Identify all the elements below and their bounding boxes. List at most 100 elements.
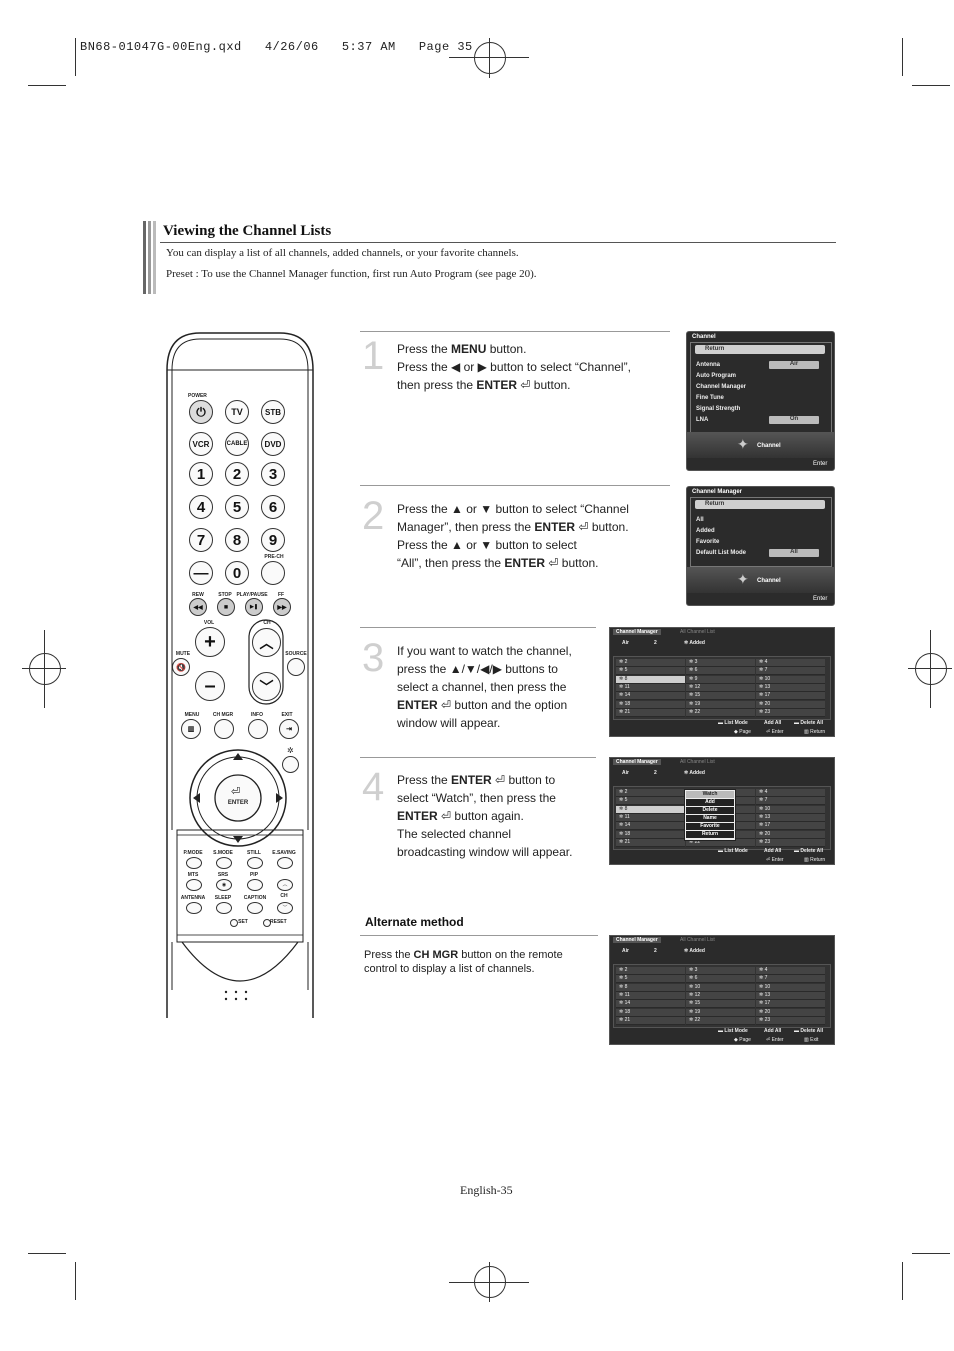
channel-cell[interactable]: ✲ 14 xyxy=(616,1000,685,1009)
digit-7-button[interactable]: 7 xyxy=(189,528,213,552)
digit-1-button[interactable]: 1 xyxy=(189,462,213,486)
channel-cell[interactable]: ✲ 11 xyxy=(616,813,685,822)
vol-down-button[interactable]: – xyxy=(195,671,225,701)
channel-cell[interactable]: ✲ 10 xyxy=(756,983,825,992)
channel-cell[interactable]: ✲ 13 xyxy=(756,683,825,692)
channel-cell[interactable]: ✲ 17 xyxy=(756,822,825,831)
osd-item-signal-strength[interactable]: Signal Strength xyxy=(696,406,741,412)
ff-button[interactable]: ▶▶ xyxy=(273,598,291,616)
channel-cell[interactable]: ✲ 7 xyxy=(756,667,825,676)
tv-button[interactable]: TV xyxy=(225,400,249,424)
reset-button[interactable] xyxy=(263,919,271,927)
channel-cell[interactable]: ✲ 2 xyxy=(616,789,685,797)
digit-6-button[interactable]: 6 xyxy=(261,495,285,519)
enter-label[interactable]: ENTER xyxy=(227,800,249,806)
channel-cell[interactable]: ✲ 23 xyxy=(756,1016,825,1025)
vcr-button[interactable]: VCR xyxy=(189,432,213,456)
channel-cell[interactable]: ✲ 9 xyxy=(686,675,755,684)
digit-4-button[interactable]: 4 xyxy=(189,495,213,519)
ch-up-small-button[interactable]: ︿ xyxy=(277,879,293,891)
channel-cell[interactable]: ✲ 10 xyxy=(756,675,825,684)
playpause-button[interactable]: ▶❚ xyxy=(245,598,263,616)
channel-cell[interactable]: ✲ 17 xyxy=(756,1000,825,1009)
vol-up-button[interactable]: + xyxy=(195,627,225,657)
channel-cell[interactable]: ✲ 6 xyxy=(686,667,755,676)
channel-cell[interactable]: ✲ 11 xyxy=(616,991,685,1000)
channel-cell[interactable]: ✲ 5 xyxy=(616,797,685,806)
menu-button[interactable]: ▥ xyxy=(181,719,201,739)
channel-cell[interactable]: ✲ 23 xyxy=(756,708,825,717)
pip-button[interactable] xyxy=(247,879,263,891)
channel-cell[interactable]: ✲ 12 xyxy=(686,683,755,692)
antenna-button[interactable] xyxy=(186,902,202,914)
osd-return-item[interactable]: Return xyxy=(695,345,825,354)
channel-cell[interactable]: ✲ 19 xyxy=(686,1008,755,1017)
channel-cell[interactable]: ✲ 2 xyxy=(616,659,685,667)
osd-item-channel-manager[interactable]: Channel Manager xyxy=(696,384,747,390)
channel-cell[interactable]: ✲ 13 xyxy=(756,991,825,1000)
popup-item[interactable]: Delete xyxy=(686,807,734,814)
channel-cell[interactable]: ✲ 8 xyxy=(616,675,685,684)
channel-cell[interactable]: ✲ 14 xyxy=(616,822,685,831)
osd-item-auto-program[interactable]: Auto Program xyxy=(696,373,737,379)
channel-cell[interactable]: ✲ 22 xyxy=(686,1016,755,1025)
channel-cell[interactable]: ✲ 20 xyxy=(756,1008,825,1017)
channel-cell[interactable]: ✲ 11 xyxy=(616,683,685,692)
channel-cell[interactable]: ✲ 10 xyxy=(756,805,825,814)
dvd-button[interactable]: DVD xyxy=(261,432,285,456)
digit-2-button[interactable]: 2 xyxy=(225,462,249,486)
exit-button[interactable]: ⇥ xyxy=(279,719,299,739)
info-button[interactable] xyxy=(248,719,268,739)
caption-button[interactable] xyxy=(247,902,263,914)
channel-cell[interactable]: ✲ 20 xyxy=(756,700,825,709)
osd-item-all[interactable]: All xyxy=(696,517,704,523)
channel-cell[interactable]: ✲ 2 xyxy=(616,967,685,975)
rew-button[interactable]: ◀◀ xyxy=(189,598,207,616)
ch-up-button[interactable]: ︿ xyxy=(252,628,281,657)
pmode-button[interactable] xyxy=(186,857,202,869)
stb-button[interactable]: STB xyxy=(261,400,285,424)
channel-cell[interactable]: ✲ 7 xyxy=(756,797,825,806)
popup-item[interactable]: Favorite xyxy=(686,823,734,830)
osd-return-item[interactable]: Return xyxy=(695,500,825,509)
chmgr-button[interactable] xyxy=(214,719,234,739)
channel-cell[interactable]: ✲ 4 xyxy=(756,659,825,667)
osd-item-antenna[interactable]: Antenna xyxy=(696,362,720,368)
channel-cell[interactable]: ✲ 18 xyxy=(616,700,685,709)
mute-button[interactable]: 🔇 xyxy=(172,658,190,676)
channel-cell[interactable]: ✲ 23 xyxy=(756,838,825,847)
channel-cell[interactable]: ✲ 10 xyxy=(686,983,755,992)
still-button[interactable] xyxy=(247,857,263,869)
osd-item-lna[interactable]: LNA xyxy=(696,417,709,423)
channel-cell[interactable]: ✲ 15 xyxy=(686,692,755,701)
channel-cell[interactable]: ✲ 21 xyxy=(616,1016,685,1025)
channel-cell[interactable]: ✲ 4 xyxy=(756,789,825,797)
osd-item-fine-tune[interactable]: Fine Tune xyxy=(696,395,724,401)
set-button[interactable] xyxy=(230,919,238,927)
power-button[interactable]: ⏻ xyxy=(189,400,213,424)
srs-button[interactable]: ◉ xyxy=(216,879,232,891)
channel-cell[interactable]: ✲ 8 xyxy=(616,805,685,814)
channel-cell[interactable]: ✲ 21 xyxy=(616,708,685,717)
channel-cell[interactable]: ✲ 5 xyxy=(616,667,685,676)
popup-item[interactable]: Add xyxy=(686,799,734,806)
channel-cell[interactable]: ✲ 21 xyxy=(616,838,685,847)
ch-down-small-button[interactable]: ﹀ xyxy=(277,902,293,914)
channel-cell[interactable]: ✲ 7 xyxy=(756,975,825,984)
channel-cell[interactable]: ✲ 17 xyxy=(756,692,825,701)
digit-5-button[interactable]: 5 xyxy=(225,495,249,519)
light-button[interactable] xyxy=(282,756,299,773)
smode-button[interactable] xyxy=(216,857,232,869)
ch-down-button[interactable]: ﹀ xyxy=(252,672,281,701)
channel-cell[interactable]: ✲ 6 xyxy=(686,975,755,984)
osd-item-added[interactable]: Added xyxy=(696,528,715,534)
channel-cell[interactable]: ✲ 12 xyxy=(686,991,755,1000)
digit-3-button[interactable]: 3 xyxy=(261,462,285,486)
sleep-button[interactable] xyxy=(216,902,232,914)
channel-cell[interactable]: ✲ 20 xyxy=(756,830,825,839)
digit-0-button[interactable]: 0 xyxy=(225,561,249,585)
channel-cell[interactable]: ✲ 22 xyxy=(686,708,755,717)
channel-cell[interactable]: ✲ 14 xyxy=(616,692,685,701)
channel-cell[interactable]: ✲ 19 xyxy=(686,700,755,709)
channel-cell[interactable]: ✲ 13 xyxy=(756,813,825,822)
